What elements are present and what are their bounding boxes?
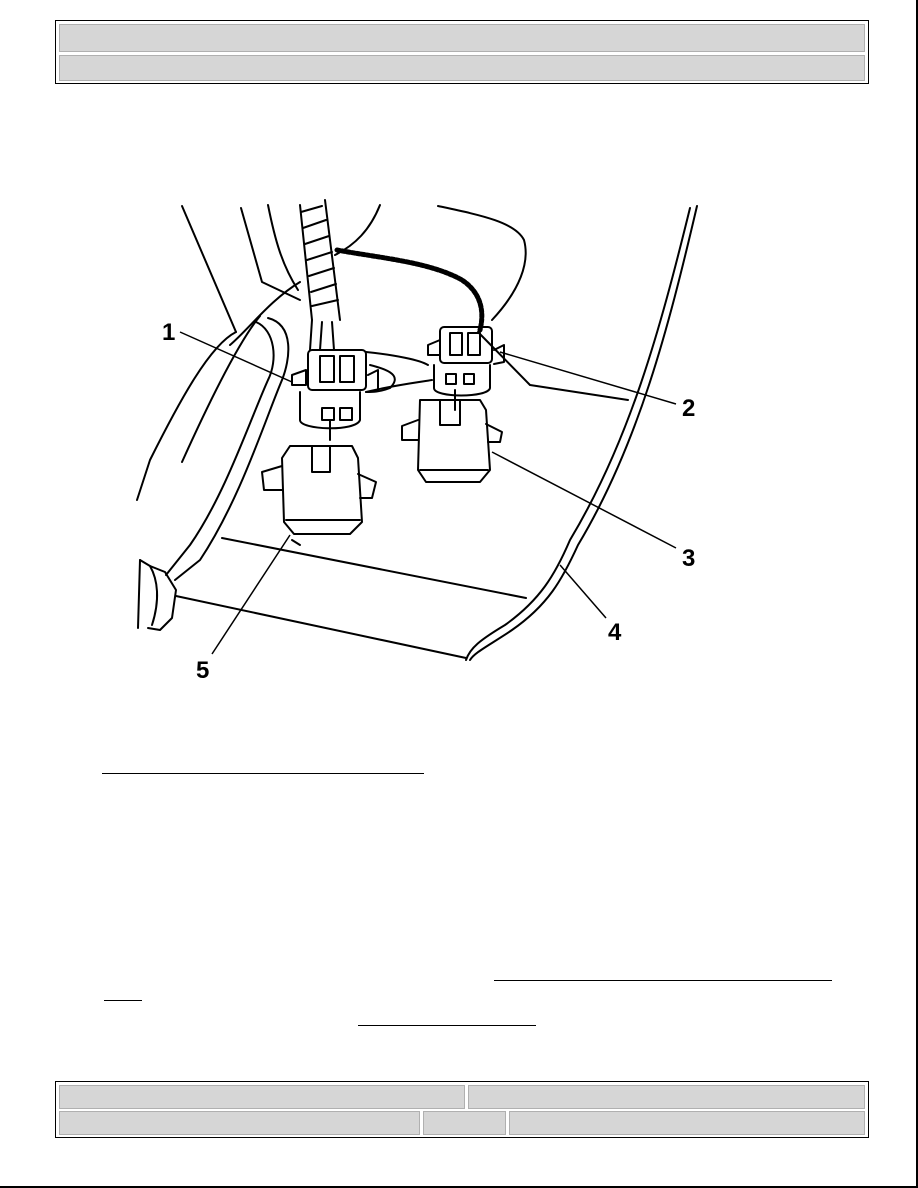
procedure-link-continued[interactable] — [104, 1000, 142, 1001]
header-title — [59, 24, 865, 52]
footer-left-top — [59, 1085, 465, 1109]
footer-left-bottom — [59, 1111, 420, 1135]
document-footer — [55, 1081, 869, 1138]
connector-illustration: 1 2 3 4 5 — [136, 199, 698, 684]
figure-reference-link[interactable] — [102, 773, 424, 774]
footer-middle-bottom — [423, 1111, 506, 1135]
callout-1: 1 — [162, 319, 175, 346]
callout-5: 5 — [196, 657, 209, 684]
footer-right-top — [468, 1085, 865, 1109]
document-header — [55, 20, 869, 84]
callout-4: 4 — [608, 619, 622, 646]
reference-link[interactable] — [358, 1025, 536, 1026]
header-subtitle — [59, 55, 865, 81]
callout-3: 3 — [682, 545, 695, 572]
procedure-link[interactable] — [494, 980, 832, 981]
footer-right-bottom — [509, 1111, 865, 1135]
callout-2: 2 — [682, 395, 695, 422]
